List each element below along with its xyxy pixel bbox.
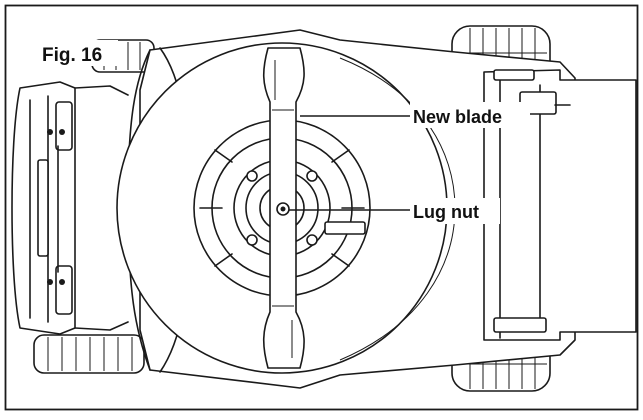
front-bumper bbox=[11, 81, 129, 335]
lug-nut-callout: Lug nut bbox=[413, 202, 479, 222]
figure-frame bbox=[4, 4, 639, 411]
wheel-bottom-left bbox=[33, 334, 145, 374]
new-blade-callout: New blade bbox=[413, 107, 502, 127]
figure-label: Fig. 16 bbox=[42, 45, 102, 66]
